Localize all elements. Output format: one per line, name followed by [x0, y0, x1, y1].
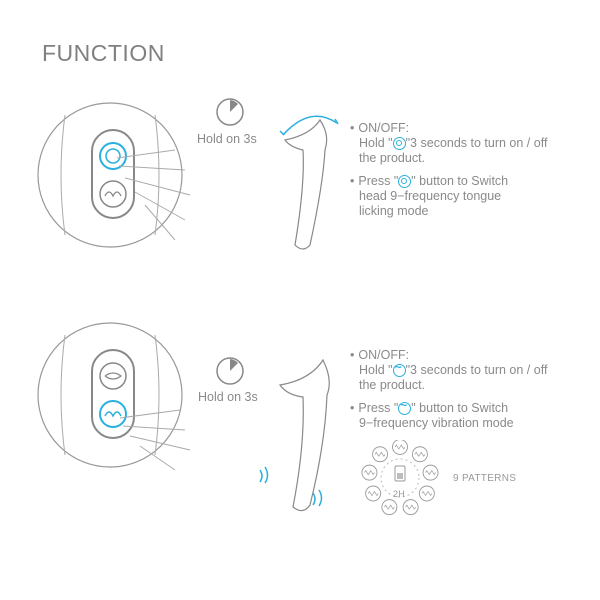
- text: 9−frequency vibration mode: [359, 416, 514, 430]
- page-title: FUNCTION: [42, 40, 165, 66]
- text: the product.: [359, 378, 426, 392]
- text: " button to Switch: [411, 401, 509, 415]
- wave-button-icon: [398, 398, 412, 415]
- vibrator-illustration: [259, 358, 330, 512]
- device-closeup-1: [37, 102, 191, 248]
- pattern-icon: [422, 464, 439, 481]
- pattern-icon: [411, 446, 428, 463]
- text: the product.: [359, 151, 426, 165]
- pattern-icon: [361, 464, 378, 481]
- clock-icon: [216, 357, 244, 385]
- battery-label: 2H: [393, 489, 406, 499]
- patterns-label: 9 PATTERNS: [453, 473, 517, 484]
- pattern-icon: [372, 446, 389, 463]
- instructions-2: •ON/OFF: Hold ""3 seconds to turn on / o…: [350, 348, 590, 431]
- battery-icon: [394, 465, 406, 482]
- pattern-icon: [381, 499, 398, 516]
- text: "3 seconds to turn on / off: [405, 136, 548, 150]
- text: "3 seconds to turn on / off: [405, 363, 548, 377]
- clock-icon: [216, 98, 244, 126]
- pattern-icon: [418, 485, 435, 502]
- patterns-diagram: [361, 440, 439, 516]
- onoff-heading: ON/OFF:: [358, 121, 410, 135]
- text: Press ": [358, 174, 399, 188]
- ring-button-icon: [392, 137, 406, 150]
- text: Hold ": [359, 363, 393, 377]
- text: head 9−frequency tongue: [359, 189, 502, 203]
- wave-button-icon: [392, 360, 406, 377]
- text: " button to Switch: [411, 174, 509, 188]
- pattern-icon: [392, 440, 408, 455]
- hold-label: Hold on 3s: [198, 390, 258, 404]
- pattern-icon: [402, 499, 419, 516]
- instructions-1: •ON/OFF: Hold ""3 seconds to turn on / o…: [350, 121, 590, 219]
- text: Press ": [358, 401, 399, 415]
- pattern-icon: [365, 485, 382, 502]
- onoff-heading: ON/OFF:: [358, 348, 410, 362]
- hold-label: Hold on 3s: [197, 132, 257, 146]
- text: Hold ": [359, 136, 393, 150]
- tongue-vibrator-illustration: [279, 115, 339, 250]
- ring-button-icon: [398, 175, 412, 188]
- text: licking mode: [359, 204, 429, 218]
- device-closeup-2: [37, 322, 191, 471]
